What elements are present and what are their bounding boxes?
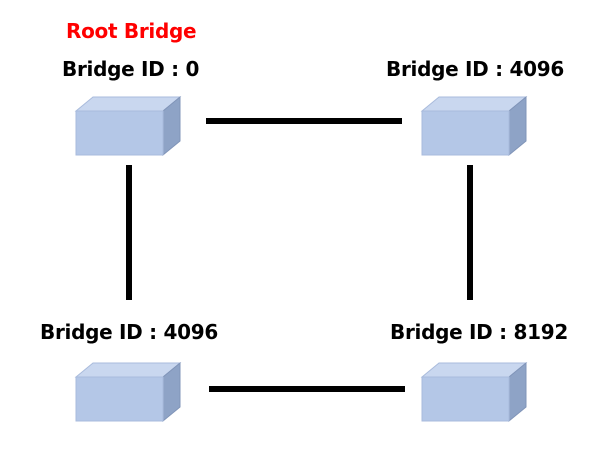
- switch-front-face: [421, 376, 510, 422]
- switch-top-face: [420, 96, 528, 112]
- switch-top-face: [74, 96, 182, 112]
- switch-front-face: [421, 110, 510, 156]
- bridge-id-label-root: Bridge ID : 0: [62, 57, 200, 81]
- switch-front-face: [75, 376, 164, 422]
- root-bridge-label: Root Bridge: [66, 19, 197, 43]
- bridge-id-label-bottom-right: Bridge ID : 8192: [390, 320, 568, 344]
- switch-bottom-right[interactable]: [420, 361, 528, 423]
- bridge-id-label-bottom-left: Bridge ID : 4096: [40, 320, 218, 344]
- switch-root[interactable]: [74, 95, 182, 157]
- switch-front-face: [75, 110, 164, 156]
- switch-top-right[interactable]: [420, 95, 528, 157]
- bridge-id-label-top-right: Bridge ID : 4096: [386, 57, 564, 81]
- switch-bottom-left[interactable]: [74, 361, 182, 423]
- switch-top-face: [74, 362, 182, 378]
- switch-top-face: [420, 362, 528, 378]
